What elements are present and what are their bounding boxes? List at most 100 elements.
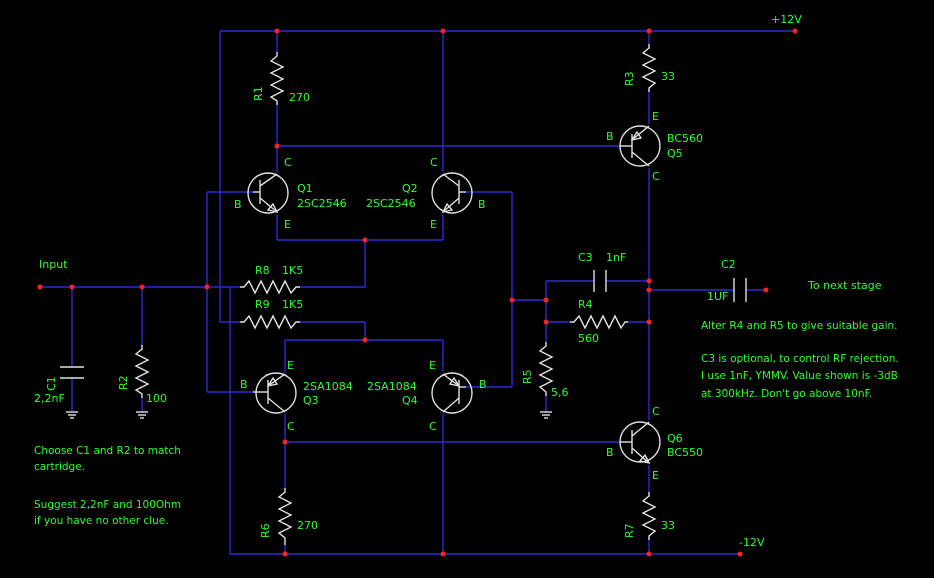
q5-collector-pin: C — [652, 170, 660, 183]
c2-value: 1UF — [707, 290, 728, 303]
r1-body — [269, 52, 285, 105]
r6-value: 270 — [297, 519, 318, 532]
r6-body — [277, 488, 293, 545]
q3-pnp-symbol — [253, 372, 297, 414]
junction-dot — [282, 551, 288, 557]
wires — [40, 30, 795, 555]
q2-base-pin: B — [478, 198, 486, 211]
positive-rail-terminal — [792, 28, 798, 34]
q6-npn-symbol — [619, 421, 661, 465]
r3-ref: R3 — [623, 71, 636, 86]
r4-body — [570, 314, 628, 330]
r5-body — [538, 342, 554, 396]
note-left-line-3: Suggest 2,2nF and 100Ohm — [34, 499, 181, 511]
r1-ref: R1 — [252, 86, 265, 101]
q5-pnp-symbol — [619, 125, 661, 167]
q4-emitter-pin: E — [429, 359, 436, 372]
junction-dot — [139, 284, 145, 290]
junction-dot — [440, 551, 446, 557]
c1-ref: C1 — [45, 376, 58, 391]
r4-ref: R4 — [578, 298, 593, 311]
q5-ref: Q5 — [667, 147, 683, 160]
ground-icon-c1 — [66, 411, 78, 419]
junctions — [37, 28, 798, 557]
q3-base-pin: B — [240, 378, 248, 391]
q1-emitter-pin: E — [284, 218, 291, 231]
c2-ref: C2 — [721, 258, 736, 271]
q4-part: 2SA1084 — [367, 380, 417, 393]
r8-value: 1K5 — [282, 264, 303, 277]
junction-dot — [646, 278, 652, 284]
r3-body — [641, 44, 657, 92]
q1-collector-pin: C — [284, 156, 292, 169]
q2-npn-symbol — [431, 172, 473, 214]
input-terminal — [37, 284, 43, 290]
junction-dot — [440, 28, 446, 34]
q5-base-pin: B — [606, 130, 614, 143]
ground-icon-r5 — [540, 411, 552, 419]
r5-ref: R5 — [521, 369, 534, 384]
r8-ref: R8 — [255, 264, 270, 277]
q6-collector-pin: C — [652, 405, 660, 418]
junction-dot — [543, 319, 549, 325]
note-right-line-2: C3 is optional, to control RF rejection. — [701, 353, 899, 365]
q2-emitter-pin: E — [430, 218, 437, 231]
junction-dot — [362, 237, 368, 243]
c3-ref: C3 — [578, 251, 593, 264]
output-label: To next stage — [807, 279, 882, 292]
junction-dot — [509, 297, 515, 303]
junction-dot — [646, 551, 652, 557]
q6-emitter-pin: E — [652, 469, 659, 482]
r9-body — [240, 314, 300, 330]
r2-body — [134, 345, 150, 398]
input-label: Input — [39, 258, 68, 271]
junction-dot — [282, 439, 288, 445]
q1-base-pin: B — [234, 198, 242, 211]
output-terminal — [763, 287, 769, 293]
q6-part: BC550 — [667, 446, 703, 459]
q6-base-pin: B — [606, 446, 614, 459]
q3-ref: Q3 — [303, 394, 319, 407]
junction-dot — [646, 319, 652, 325]
q2-collector-pin: C — [430, 156, 438, 169]
q2-part: 2SC2546 — [366, 197, 416, 210]
r2-ref: R2 — [117, 375, 130, 390]
r1-value: 270 — [289, 91, 310, 104]
positive-rail-label: +12V — [771, 13, 802, 26]
junction-dot — [274, 28, 280, 34]
q1-part: 2SC2546 — [297, 197, 347, 210]
negative-rail-label: -12V — [739, 536, 765, 549]
q4-base-pin: B — [479, 378, 487, 391]
junction-dot — [646, 28, 652, 34]
q3-collector-pin: C — [287, 420, 295, 433]
r7-ref: R7 — [623, 523, 636, 538]
negative-rail-terminal — [737, 551, 743, 557]
c1-value: 2,2nF — [34, 392, 65, 405]
q4-pnp-symbol — [431, 372, 473, 414]
junction-dot — [274, 143, 280, 149]
resistors — [134, 44, 657, 545]
r8-body — [240, 279, 300, 295]
ground-icon-r2 — [136, 411, 148, 419]
r9-value: 1K5 — [282, 298, 303, 311]
c3-value: 1nF — [606, 251, 626, 264]
note-right-line-3: I use 1nF, YMMV. Value shown is -3dB — [701, 370, 898, 382]
r3-value: 33 — [661, 70, 675, 83]
capacitors — [60, 270, 747, 379]
transistors — [247, 125, 661, 465]
junction-dot — [204, 284, 210, 290]
q4-ref: Q4 — [402, 394, 418, 407]
q6-ref: Q6 — [667, 432, 683, 445]
note-right-line-4: at 300kHz. Don't go above 10nF. — [701, 388, 872, 400]
q3-emitter-pin: E — [287, 359, 294, 372]
r4-value: 560 — [578, 332, 599, 345]
r9-ref: R9 — [255, 298, 270, 311]
junction-dot — [362, 337, 368, 343]
note-left-line-4: if you have no other clue. — [34, 515, 169, 527]
q1-npn-symbol — [247, 172, 289, 214]
q5-part: BC560 — [667, 132, 703, 145]
note-left-line-1: Choose C1 and R2 to match — [34, 445, 181, 457]
labels: +12V -12V Input To next stage R1 270 R2 … — [34, 13, 899, 549]
q5-emitter-pin: E — [652, 110, 659, 123]
q4-collector-pin: C — [429, 420, 437, 433]
